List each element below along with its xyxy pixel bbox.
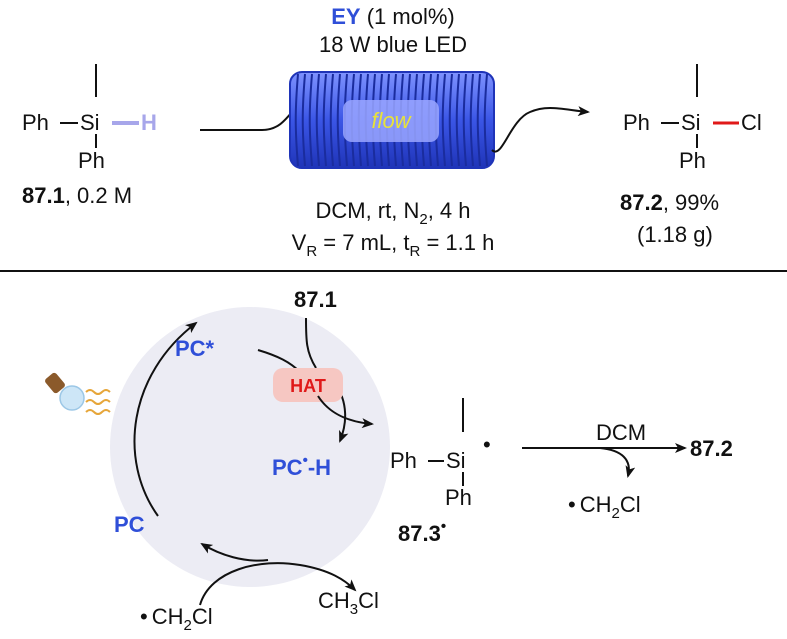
radical-ph-left: Ph (390, 448, 417, 473)
reactant-label: 87.1, 0.2 M (22, 183, 132, 208)
coil-winding (294, 73, 299, 167)
coil-winding (469, 73, 474, 167)
hat-label: HAT (290, 376, 326, 396)
product-label: 87.2, 99% (620, 190, 719, 215)
coil-winding (455, 73, 460, 167)
pc-h: PC•-H (272, 452, 331, 480)
flow-label: flow (371, 108, 412, 133)
mech-substrate: 87.1 (294, 287, 337, 312)
conditions-volume-time: VR = 7 mL, tR = 1.1 h (292, 230, 495, 260)
reactant-ph-left: Ph (22, 110, 49, 135)
radical-label: 87.3• (398, 518, 446, 546)
light-bulb-icon (45, 372, 111, 415)
radical-87-3: Ph Si • Ph 87.3• (390, 398, 491, 546)
dcm-label: DCM (596, 420, 646, 445)
product-ph-left: Ph (623, 110, 650, 135)
coil-winding (301, 73, 306, 167)
conditions-light: 18 W blue LED (319, 32, 467, 57)
ch3cl: CH3Cl (318, 588, 379, 618)
coil-winding (315, 73, 320, 167)
mech-byproduct-left: •CH2Cl (140, 604, 213, 634)
reactant-h: H (141, 110, 157, 135)
product-ph-bottom: Ph (679, 148, 706, 173)
reactant-ph-bottom: Ph (78, 148, 105, 173)
product-si: Si (681, 110, 701, 135)
catalytic-cycle (110, 307, 390, 587)
radical-si: Si (446, 448, 466, 473)
coil-winding (462, 73, 467, 167)
reactant-si: Si (80, 110, 100, 135)
flow-reactor-coil: flow (289, 71, 495, 169)
coil-winding (448, 73, 453, 167)
reactant-87-1: Ph Si H Ph 87.1, 0.2 M (22, 64, 157, 208)
mech-byproduct-right: •CH2Cl (568, 492, 641, 522)
coil-winding (308, 73, 313, 167)
radical-ph-bottom: Ph (445, 485, 472, 510)
product-87-2: Ph Si Cl Ph 87.2, 99% (1.18 g) (620, 64, 762, 247)
coil-winding (329, 73, 334, 167)
coil-winding (441, 73, 446, 167)
radical-dot: • (483, 432, 491, 457)
hat-badge: HAT (273, 368, 343, 402)
conditions-solvent: DCM, rt, N2, 4 h (315, 198, 470, 228)
product-cl: Cl (741, 110, 762, 135)
coil-winding (336, 73, 341, 167)
coil-winding (476, 73, 481, 167)
pc-star: PC* (175, 336, 215, 361)
conditions-catalyst: EY (1 mol%) (331, 4, 454, 29)
mech-product: 87.2 (690, 436, 733, 461)
product-mass: (1.18 g) (637, 222, 713, 247)
pc: PC (114, 512, 145, 537)
coil-winding (322, 73, 327, 167)
coil-winding (483, 73, 488, 167)
